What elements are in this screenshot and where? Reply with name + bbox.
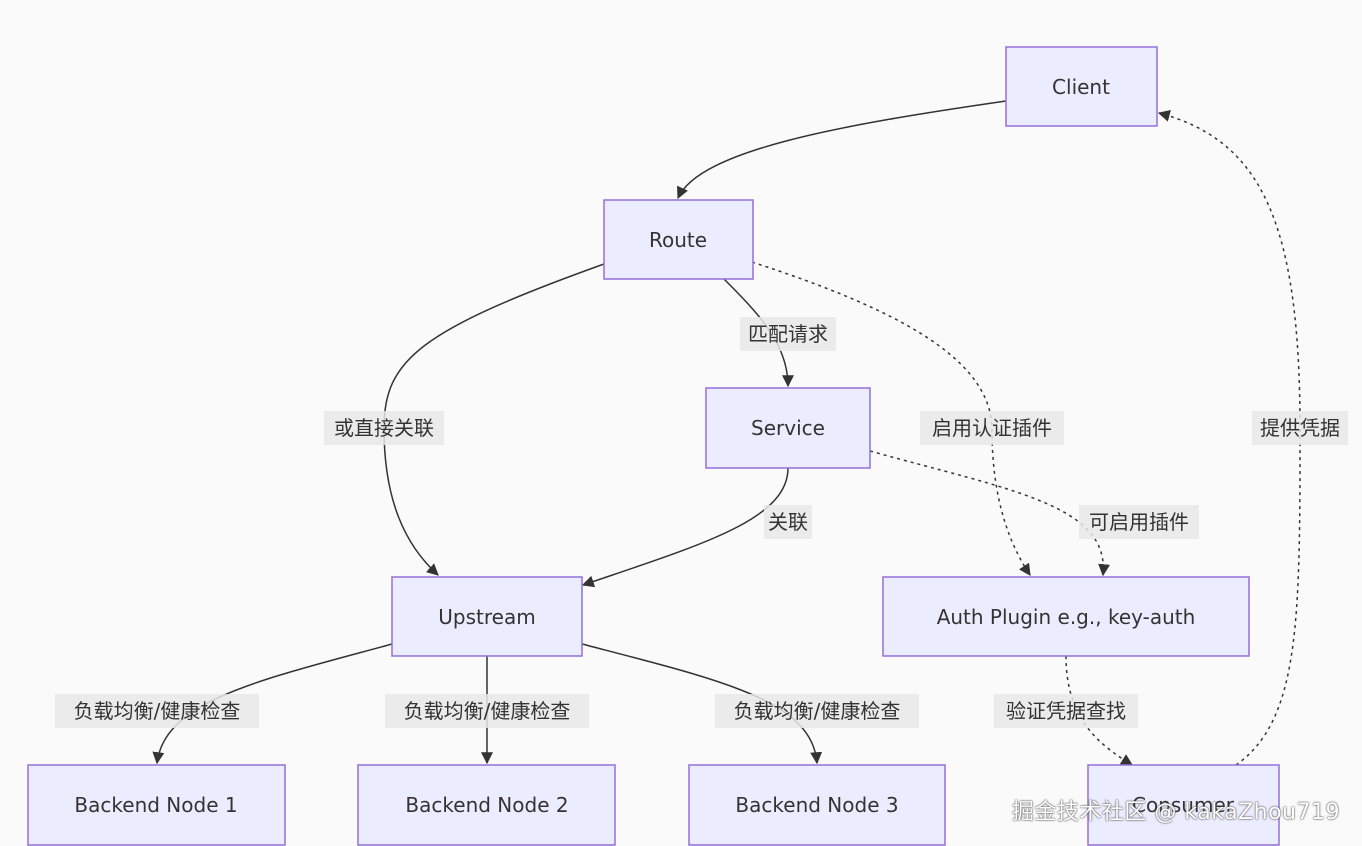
edge-upstream-backend3: [581, 643, 823, 765]
label-service-auth: 可启用插件: [1079, 505, 1199, 539]
node-backend-1: Backend Node 1: [27, 764, 286, 846]
svg-text:负载均衡/健康检查: 负载均衡/健康检查: [404, 699, 571, 723]
label-consumer-client: 提供凭据: [1252, 411, 1348, 445]
label-route-service: 匹配请求: [740, 317, 836, 351]
node-upstream: Upstream: [391, 576, 583, 657]
svg-text:匹配请求: 匹配请求: [748, 322, 828, 346]
node-route-label: Route: [649, 228, 707, 252]
node-upstream-label: Upstream: [438, 605, 535, 629]
node-auth-plugin-label: Auth Plugin e.g., key-auth: [937, 605, 1196, 629]
svg-text:验证凭据查找: 验证凭据查找: [1006, 699, 1126, 723]
node-client: Client: [1005, 46, 1158, 127]
node-consumer: Consumer: [1087, 764, 1280, 846]
label-lb-1: 负载均衡/健康检查: [55, 694, 259, 728]
edge-service-upstream: [581, 467, 789, 588]
svg-text:可启用插件: 可启用插件: [1089, 510, 1189, 534]
label-service-upstream: 关联: [764, 505, 812, 539]
edge-service-auth: [869, 450, 1111, 577]
svg-text:启用认证插件: 启用认证插件: [932, 416, 1052, 440]
edge-route-auth: [751, 261, 1031, 576]
node-auth-plugin: Auth Plugin e.g., key-auth: [882, 576, 1250, 657]
svg-text:或直接关联: 或直接关联: [334, 416, 434, 440]
label-lb-2: 负载均衡/健康检查: [385, 694, 589, 728]
node-consumer-label: Consumer: [1132, 793, 1235, 817]
edge-consumer-client: [1157, 110, 1301, 766]
svg-text:负载均衡/健康检查: 负载均衡/健康检查: [74, 699, 241, 723]
svg-text:关联: 关联: [768, 510, 808, 534]
svg-text:负载均衡/健康检查: 负载均衡/健康检查: [734, 699, 901, 723]
node-backend-1-label: Backend Node 1: [74, 793, 237, 817]
node-backend-3: Backend Node 3: [688, 764, 946, 846]
node-client-label: Client: [1052, 75, 1110, 99]
watermark: 掘金技术社区 @ kakaZhou719: [1011, 800, 1340, 825]
svg-text:提供凭据: 提供凭据: [1260, 416, 1340, 440]
edge-client-route: [677, 100, 1007, 200]
label-auth-consumer: 验证凭据查找: [994, 694, 1138, 728]
node-backend-2-label: Backend Node 2: [405, 793, 568, 817]
edge-upstream-backend1: [152, 643, 393, 765]
label-lb-3: 负载均衡/健康检查: [715, 694, 919, 728]
label-route-auth: 启用认证插件: [920, 411, 1064, 445]
node-backend-2: Backend Node 2: [357, 764, 616, 846]
node-service: Service: [705, 387, 871, 469]
edge-auth-consumer: [1065, 655, 1134, 766]
node-route: Route: [603, 199, 754, 280]
label-route-upstream: 或直接关联: [324, 411, 444, 445]
node-service-label: Service: [751, 416, 825, 440]
node-backend-3-label: Backend Node 3: [735, 793, 898, 817]
